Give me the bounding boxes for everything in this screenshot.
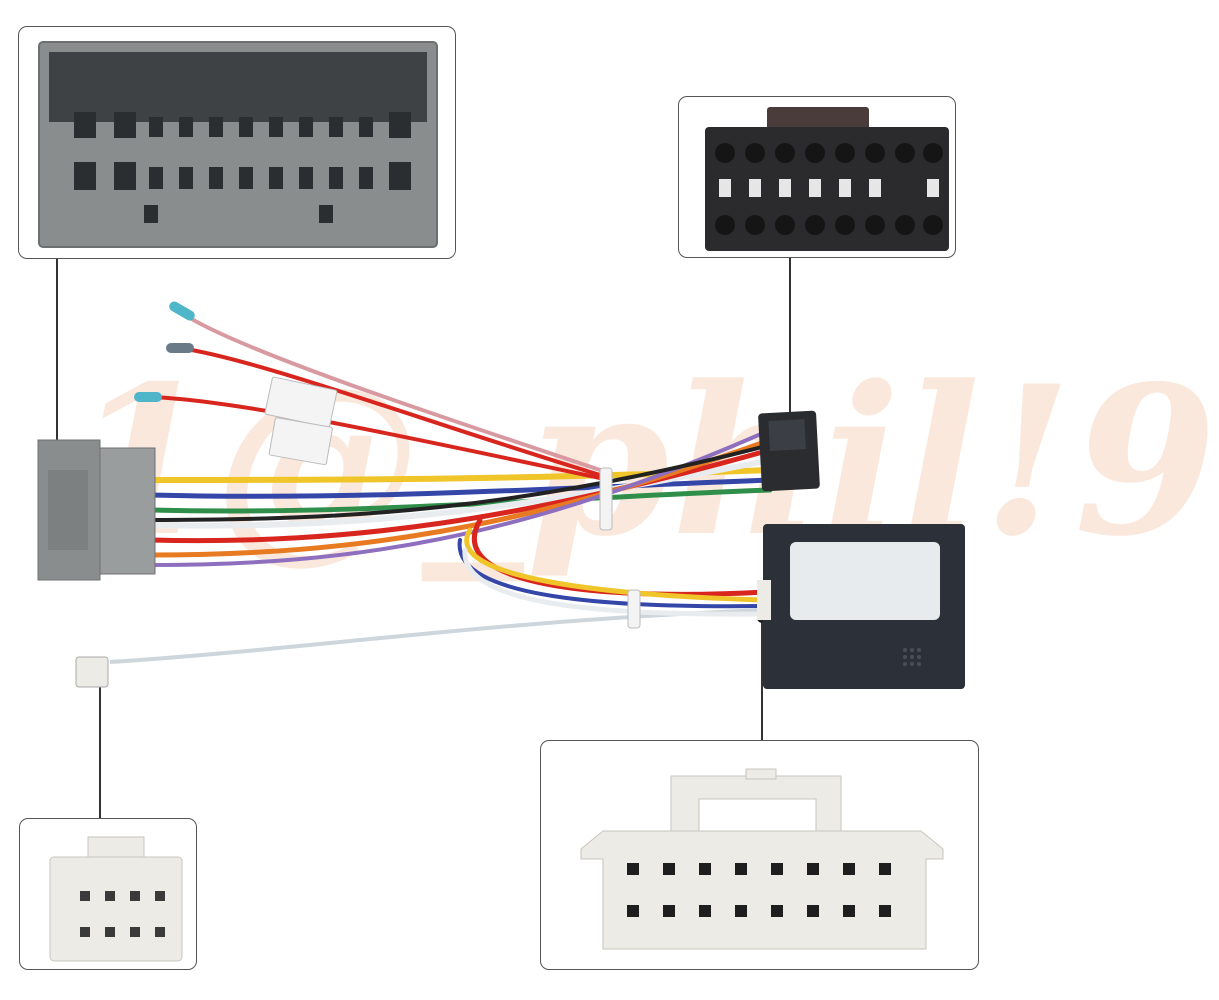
gray-connector-pin-row-top <box>74 112 411 138</box>
black-connector-holes-top <box>715 143 943 163</box>
blue-terminal-pins <box>134 301 195 402</box>
gray-vehicle-connector <box>37 439 156 581</box>
wire-bundle <box>147 313 773 617</box>
large-white-connector-holes-top <box>627 863 891 875</box>
gray-connector-closeup <box>38 41 438 248</box>
callout-large-white-connector <box>540 740 979 970</box>
callout-black-connector <box>678 96 956 258</box>
callout-small-white-connector <box>19 818 197 970</box>
black-connector-closeup <box>705 107 949 251</box>
zip-ties <box>599 467 641 629</box>
black-connector-contacts <box>719 179 939 197</box>
large-white-connector-closeup <box>580 768 944 950</box>
canbus-module <box>757 524 965 689</box>
black-connector-holes-bottom <box>715 215 943 235</box>
wiring-harness-photo <box>37 258 965 818</box>
thin-gray-cable <box>109 608 766 664</box>
wire-label-tags <box>264 376 338 466</box>
gray-connector-pin-row-bottom <box>74 162 411 223</box>
callout-gray-connector <box>18 26 456 259</box>
small-white-connector-holes <box>80 891 165 937</box>
small-white-plug <box>75 656 109 688</box>
large-white-connector-holes-bottom <box>627 905 891 917</box>
small-white-connector-closeup <box>49 836 183 962</box>
black-radio-connector <box>758 410 820 492</box>
